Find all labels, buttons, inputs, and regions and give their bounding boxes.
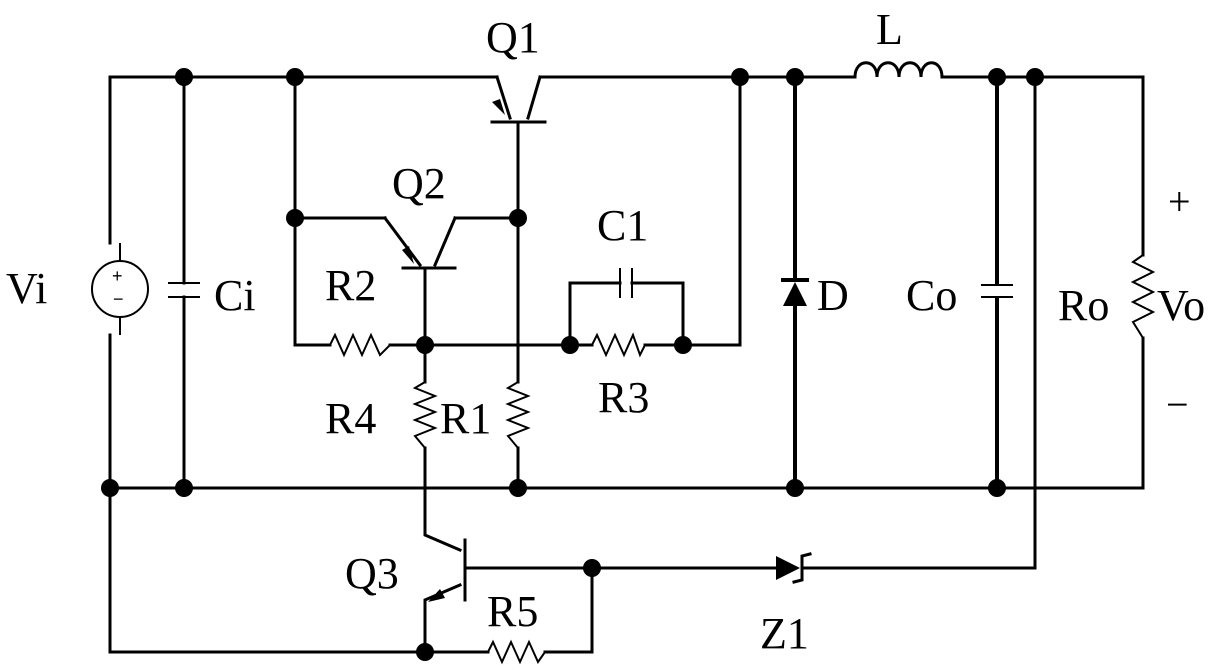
resistor-r3 <box>592 335 645 355</box>
resistor-ro <box>1133 255 1153 338</box>
label-co: Co <box>906 271 957 320</box>
source-plus-sign: + <box>112 266 123 286</box>
resistor-r2 <box>330 335 390 355</box>
label-r1: R1 <box>440 394 491 443</box>
resistor-r4 <box>415 382 435 448</box>
voltage-source-vi: + − <box>92 243 148 335</box>
transistor-q1 <box>492 77 545 122</box>
label-ci: Ci <box>214 271 256 320</box>
label-z1: Z1 <box>760 609 809 658</box>
c1-left-wire <box>570 283 620 345</box>
label-q1: Q1 <box>486 13 540 62</box>
capacitor-ci <box>168 283 200 297</box>
component-labels: Vi Ci Q1 Q2 Q3 C1 R1 R2 R3 R4 R5 D L Co … <box>6 5 1205 658</box>
label-c1: C1 <box>597 201 648 250</box>
label-q2: Q2 <box>392 159 446 208</box>
label-l: L <box>876 5 903 54</box>
label-vo: Vo <box>1157 281 1205 330</box>
junction-dots <box>101 68 1044 661</box>
label-vi: Vi <box>6 264 47 313</box>
q3-collector-wire <box>425 448 460 550</box>
resistor-r1 <box>508 382 528 448</box>
output-minus-sign: − <box>1166 382 1189 427</box>
capacitor-c1 <box>620 268 632 298</box>
label-r2: R2 <box>325 261 376 310</box>
resistor-r5 <box>488 642 545 662</box>
r3-right-wire <box>645 77 740 345</box>
source-minus-sign: − <box>113 289 124 309</box>
label-r5: R5 <box>487 587 538 636</box>
label-r3: R3 <box>598 373 649 422</box>
inductor-l <box>855 63 942 77</box>
output-rail-wire <box>942 77 1143 255</box>
label-q3: Q3 <box>345 549 399 598</box>
c1-right-wire <box>632 283 683 345</box>
diode-d <box>781 280 809 306</box>
label-r4: R4 <box>325 394 376 443</box>
capacitor-co <box>981 285 1013 297</box>
label-d: D <box>817 271 849 320</box>
transistor-q2 <box>385 218 455 268</box>
wires <box>110 77 1143 652</box>
output-plus-sign: + <box>1168 179 1191 224</box>
label-ro: Ro <box>1058 281 1109 330</box>
